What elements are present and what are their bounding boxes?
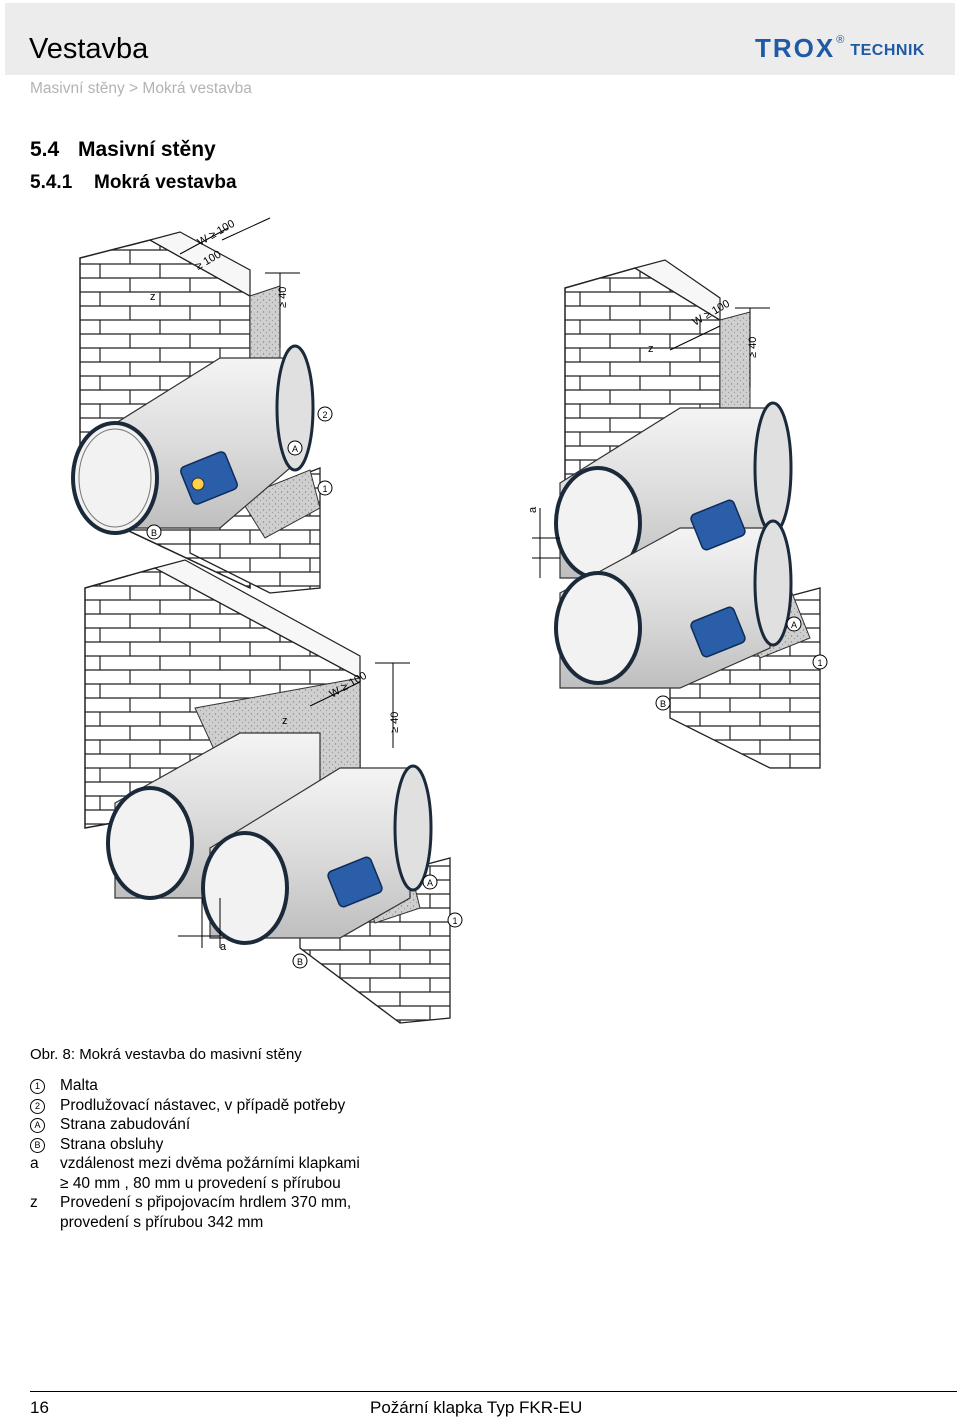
legend-row: 1 Malta bbox=[30, 1076, 360, 1096]
callout-1-bottom: 1 bbox=[452, 916, 457, 926]
legend-key-circled: B bbox=[30, 1137, 45, 1153]
legend-text: Provedení s připojovacím hrdlem 370 mm, bbox=[60, 1194, 352, 1211]
dim-a-bottom: a bbox=[220, 941, 227, 953]
legend-row: provedení s přírubou 342 mm bbox=[30, 1213, 360, 1233]
callout-A-right: A bbox=[791, 620, 797, 630]
legend-row: 2 Prodlužovací nástavec, v případě potřeb… bbox=[30, 1096, 360, 1116]
legend-row: a vzdálenost mezi dvěma požárními klapkam… bbox=[30, 1154, 360, 1174]
dim-ge40-top-left: ≥ 40 bbox=[277, 287, 289, 308]
section-number: 5.4 bbox=[30, 138, 60, 161]
page-header: Vestavba TROX ® TECHNIK bbox=[5, 3, 955, 75]
legend-row: A Strana zabudování bbox=[30, 1115, 360, 1135]
callout-A-top-left: A bbox=[292, 444, 298, 454]
wall-stacked-dampers: W ≥ 100 z ≥ 40 a A 1 B bbox=[527, 259, 828, 769]
breadcrumb: Masivní stěny > Mokrá vestavba bbox=[30, 80, 252, 97]
page-title: Vestavba bbox=[29, 33, 149, 65]
legend-key: 2 bbox=[30, 1096, 60, 1116]
legend-key bbox=[30, 1213, 60, 1233]
subsection-title: Mokrá vestavba bbox=[94, 172, 237, 193]
dim-a-right: a bbox=[527, 506, 539, 513]
callout-1-right: 1 bbox=[817, 658, 822, 668]
subsection-number: 5.4.1 bbox=[30, 172, 73, 193]
legend-text: Prodlužovací nástavec, v případě potřeby bbox=[60, 1096, 346, 1114]
logo-subtitle: TECHNIK bbox=[850, 42, 925, 59]
legend-text: vzdálenost mezi dvěma požárními klapkami bbox=[60, 1155, 360, 1172]
figure-legend: 1 Malta 2 Prodlužovací nástavec, v případě … bbox=[30, 1076, 360, 1232]
installation-figure: W ≥ 100 ≥ 100 z ≥ 40 2 A 1 B bbox=[71, 217, 828, 1024]
footer-title: Požární klapka Typ FKR-EU bbox=[370, 1398, 583, 1417]
legend-text: Strana zabudování bbox=[60, 1116, 191, 1133]
legend-text: ≥ 40 mm , 80 mm u provedení s přírubou bbox=[60, 1174, 341, 1192]
legend-key: z bbox=[30, 1193, 60, 1213]
dim-w-top-left: W ≥ 100 bbox=[196, 218, 237, 249]
legend-key: 1 bbox=[30, 1076, 60, 1096]
callout-B-bottom: B bbox=[297, 957, 303, 967]
legend-row: ≥ 40 mm , 80 mm u provedení s přírubou bbox=[30, 1174, 360, 1194]
legend-text: provedení s přírubou 342 mm bbox=[60, 1213, 264, 1231]
legend-key-circled: 2 bbox=[30, 1098, 45, 1114]
legend-text: Strana obsluhy bbox=[60, 1135, 164, 1153]
page-number: 16 bbox=[30, 1398, 49, 1417]
figure-caption: Obr. 8: Mokrá vestavba do masivní stěny bbox=[30, 1046, 302, 1063]
callout-2-top-left: 2 bbox=[322, 410, 327, 420]
legend-row: z Provedení s připojovacím hrdlem 370 mm, bbox=[30, 1193, 360, 1213]
footer-divider bbox=[30, 1391, 957, 1392]
logo-word: TROX bbox=[755, 32, 836, 63]
legend-row: B Strana obsluhy bbox=[30, 1135, 360, 1155]
callout-A-bottom: A bbox=[427, 878, 433, 888]
legend-key-circled: 1 bbox=[30, 1079, 45, 1094]
legend-key: A bbox=[30, 1115, 60, 1135]
legend-text: Malta bbox=[60, 1077, 98, 1094]
wall-single-damper: W ≥ 100 ≥ 100 z ≥ 40 2 A 1 B bbox=[71, 217, 333, 594]
legend-key-letter: a bbox=[30, 1155, 39, 1172]
legend-key-letter: z bbox=[30, 1194, 38, 1211]
dim-z-top-left: z bbox=[150, 291, 156, 303]
callout-B-top-left: B bbox=[151, 528, 157, 538]
dim-ge40-right: ≥ 40 bbox=[747, 337, 759, 358]
subsection-heading: 5.4.1 Mokrá vestavba bbox=[30, 172, 237, 194]
section-heading: 5.4 Masivní stěny bbox=[30, 138, 216, 162]
callout-1-top-left: 1 bbox=[322, 484, 327, 494]
legend-key: a bbox=[30, 1154, 60, 1174]
dim-z-bottom: z bbox=[282, 715, 288, 727]
legend-key-circled: A bbox=[30, 1118, 45, 1133]
trox-logo: TROX ® TECHNIK bbox=[755, 32, 925, 63]
legend-key: B bbox=[30, 1135, 60, 1155]
dim-ge40-bottom: ≥ 40 bbox=[389, 712, 401, 733]
wall-side-by-side-dampers: W ≥ 100 z ≥ 40 a A 1 B bbox=[84, 559, 463, 1024]
logo-registered-mark: ® bbox=[836, 34, 845, 46]
dim-z-right: z bbox=[648, 343, 654, 355]
section-title: Masivní stěny bbox=[78, 138, 216, 161]
legend-key bbox=[30, 1174, 60, 1194]
callout-B-right: B bbox=[660, 699, 666, 709]
